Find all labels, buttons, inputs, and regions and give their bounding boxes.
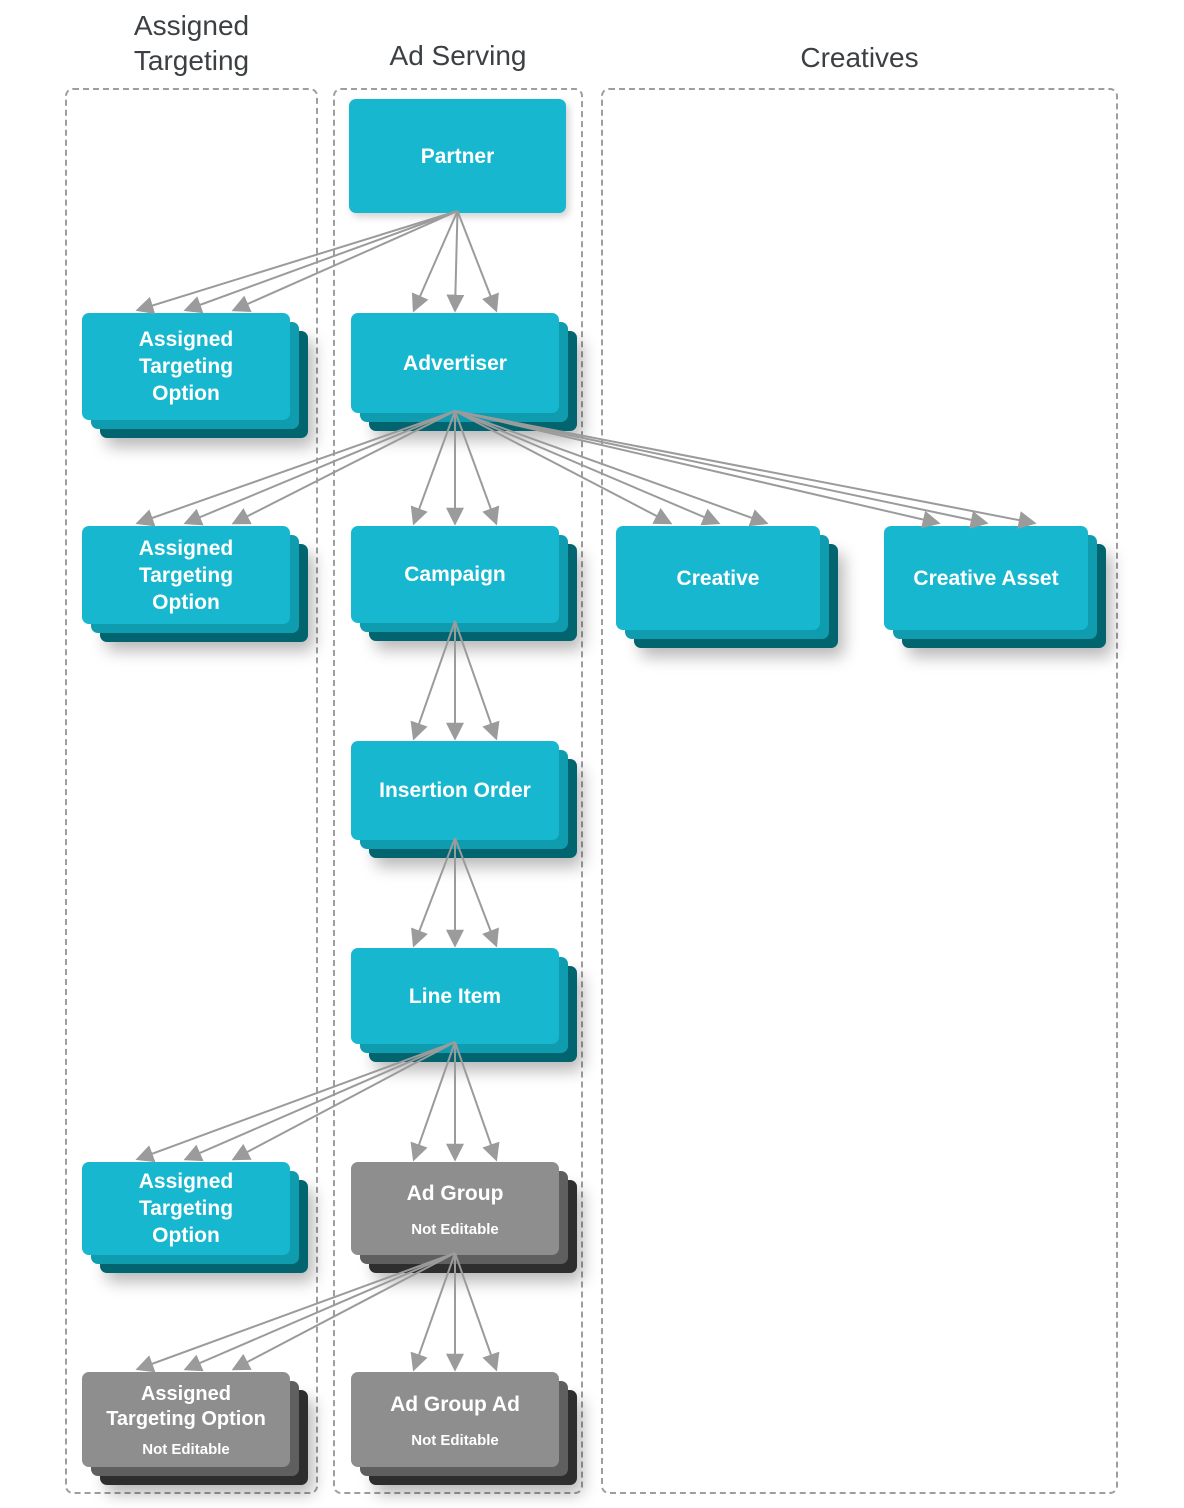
- column-creatives: [601, 88, 1118, 1494]
- column-ad-serving: [333, 88, 583, 1494]
- node-assigned-targeting-option-1-label: Assigned Targeting Option: [138, 328, 234, 405]
- node-assigned-targeting-option-4: Assigned Targeting Option Not Editable: [82, 1372, 290, 1467]
- node-creative-asset: Creative Asset: [884, 526, 1088, 630]
- node-ad-group: Ad Group Not Editable: [351, 1162, 559, 1255]
- node-assigned-targeting-option-2-label: Assigned Targeting Option: [138, 536, 234, 614]
- node-line-item: Line Item: [351, 948, 559, 1044]
- node-assigned-targeting-option-4-status: Not Editable: [142, 1440, 230, 1458]
- node-insertion-order-label: Insertion Order: [379, 779, 531, 802]
- node-ad-group-status: Not Editable: [411, 1220, 499, 1238]
- node-advertiser: Advertiser: [351, 313, 559, 413]
- node-creative: Creative: [616, 526, 820, 630]
- node-creative-label: Creative: [676, 566, 760, 590]
- node-campaign: Campaign: [351, 526, 559, 623]
- header-creatives: Creatives: [800, 42, 919, 73]
- node-assigned-targeting-option-3-label: Assigned Targeting Option: [138, 1170, 234, 1247]
- node-creative-asset-label: Creative Asset: [913, 566, 1059, 590]
- node-assigned-targeting-option-3: Assigned Targeting Option: [82, 1162, 290, 1255]
- column-assigned-targeting: [65, 88, 318, 1494]
- node-ad-group-ad-label: Ad Group Ad: [390, 1392, 520, 1416]
- header-ad-serving: Ad Serving: [389, 40, 527, 71]
- node-assigned-targeting-option-2: Assigned Targeting Option: [82, 526, 290, 624]
- node-ad-group-ad: Ad Group Ad Not Editable: [351, 1372, 559, 1467]
- node-partner: Partner: [349, 99, 566, 213]
- node-advertiser-label: Advertiser: [403, 351, 507, 375]
- node-assigned-targeting-option-1: Assigned Targeting Option: [82, 313, 290, 420]
- node-ad-group-label: Ad Group: [406, 1181, 504, 1205]
- node-assigned-targeting-option-4-label: Assigned Targeting Option: [106, 1382, 266, 1430]
- node-partner-label: Partner: [420, 144, 495, 168]
- header-assigned-targeting: Assigned Targeting: [133, 10, 250, 76]
- node-campaign-label: Campaign: [404, 563, 506, 586]
- node-ad-group-ad-status: Not Editable: [411, 1431, 499, 1449]
- node-insertion-order: Insertion Order: [351, 741, 559, 840]
- node-line-item-label: Line Item: [408, 984, 502, 1008]
